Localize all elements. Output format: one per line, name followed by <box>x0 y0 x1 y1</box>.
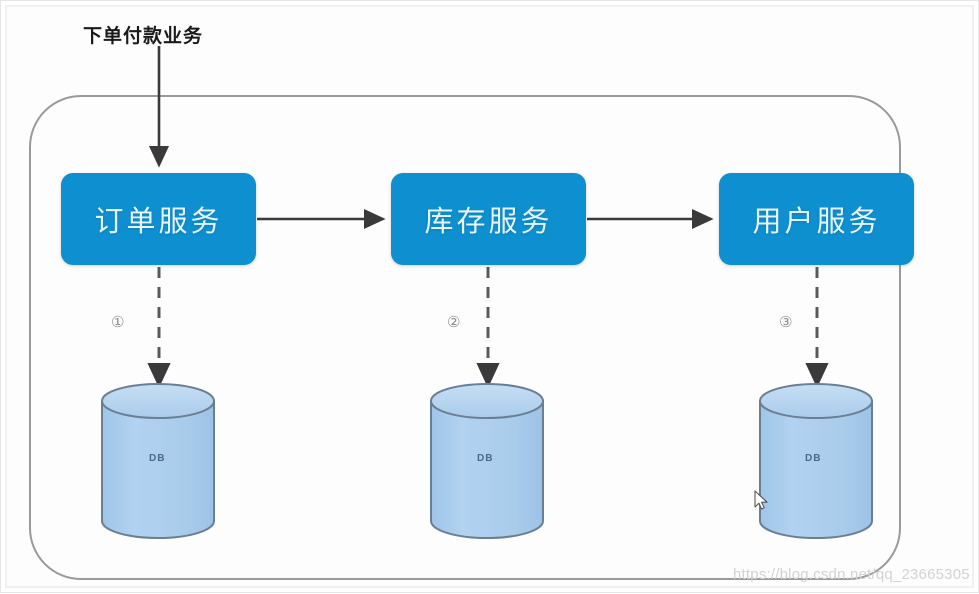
service-box-inventory[interactable]: 库存服务 <box>391 173 586 265</box>
step-marker-1: ① <box>111 314 125 331</box>
service-label: 用户服务 <box>752 206 881 238</box>
service-box-order[interactable]: 订单服务 <box>61 173 256 265</box>
page-title: 下单付款业务 <box>83 26 204 47</box>
service-box-user[interactable]: 用户服务 <box>719 173 914 265</box>
service-label: 订单服务 <box>94 206 223 238</box>
database-label-inventory: DB <box>477 453 494 464</box>
watermark-text: https://blog.csdn.net/qq_23665305 <box>733 566 970 583</box>
step-marker-3: ③ <box>779 314 793 331</box>
mouse-pointer-icon <box>754 490 768 510</box>
database-label-user: DB <box>805 453 822 464</box>
database-label-order: DB <box>149 453 166 464</box>
step-marker-2: ② <box>447 314 461 331</box>
service-group-container <box>29 95 901 580</box>
service-label: 库存服务 <box>424 206 553 238</box>
